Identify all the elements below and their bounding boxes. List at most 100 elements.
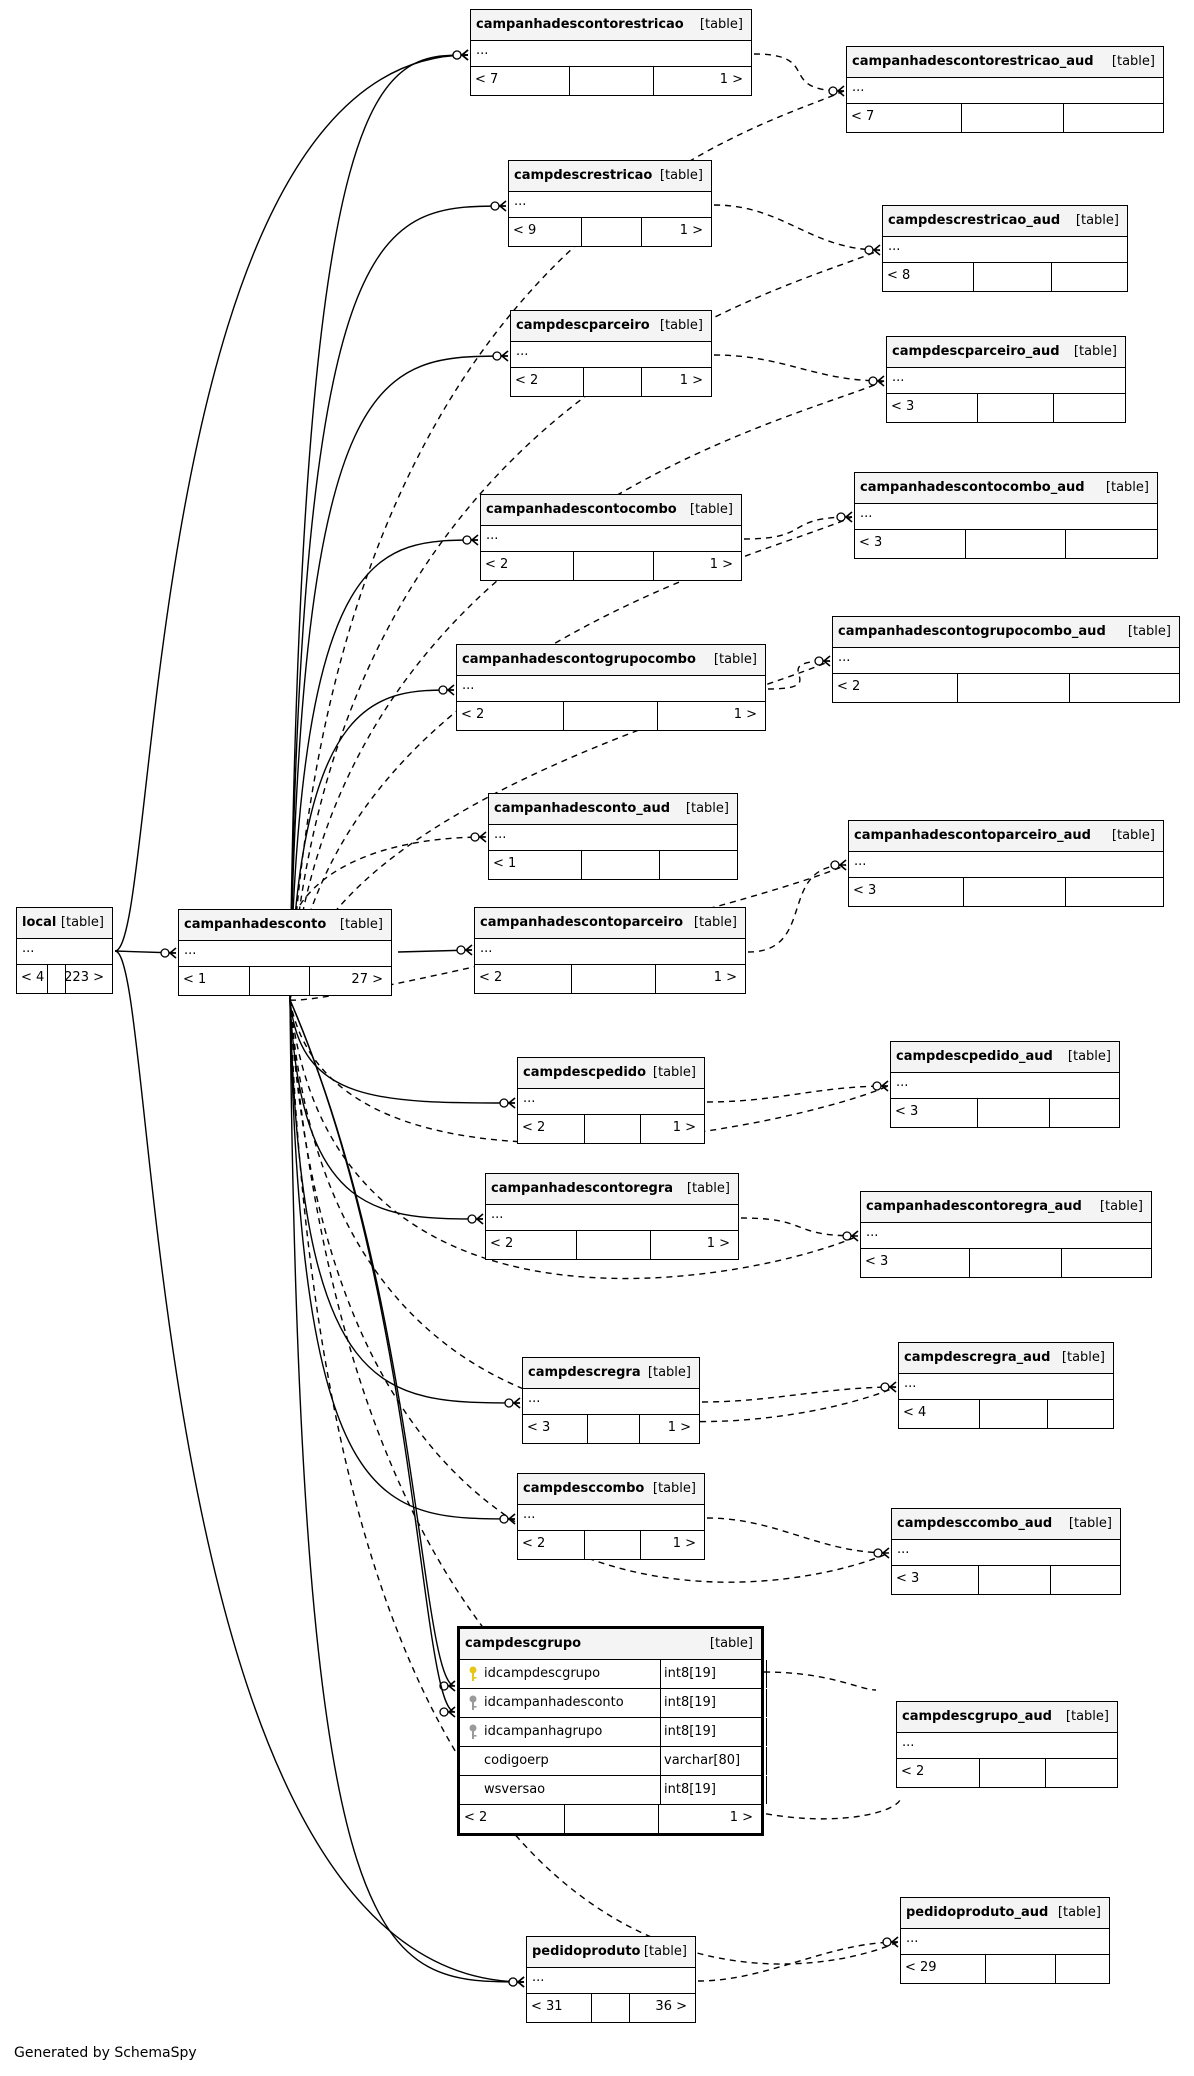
table-columns-collapsed: ...	[527, 1968, 695, 1994]
table-tag: [table]	[1105, 480, 1149, 495]
footer-divider	[659, 851, 660, 879]
table-header: pedidoproduto_aud[table]	[901, 1898, 1109, 1929]
table-name: campanhadescontoparceiro	[480, 915, 684, 930]
parent-count: < 2	[464, 1810, 488, 1825]
table-name: campdesccombo_aud	[897, 1516, 1053, 1531]
footer-divider	[573, 552, 574, 580]
table-campdescregra_aud[interactable]: campdescregra_aud[table]...< 4	[898, 1342, 1114, 1429]
parent-count: < 3	[865, 1254, 889, 1269]
edge-campanhadescontorestricao-campanhadescontorestricao_aud	[753, 53, 845, 92]
crowfoot-end	[504, 1397, 521, 1409]
footer-divider	[65, 965, 66, 993]
table-tag: [table]	[1111, 828, 1155, 843]
crowfoot-end	[470, 831, 487, 843]
crowfoot-end	[467, 1213, 484, 1225]
parent-count: < 3	[895, 1104, 919, 1119]
table-header: campdesccombo_aud[table]	[892, 1509, 1120, 1540]
table-campanhadescontoregra_aud[interactable]: campanhadescontoregra_aud[table]...< 3	[860, 1191, 1152, 1278]
table-campanhadescontorestricao_aud[interactable]: campanhadescontorestricao_aud[table]...<…	[846, 46, 1164, 133]
edge-campanhadesconto-campdescgrupo-1	[289, 999, 456, 1713]
table-campdescrestricao_aud[interactable]: campdescrestricao_aud[table]...< 8	[882, 205, 1128, 292]
table-name: campanhadescontorestricao_aud	[852, 54, 1094, 69]
table-campanhadescontocombo_aud[interactable]: campanhadescontocombo_aud[table]...< 3	[854, 472, 1158, 559]
table-columns-collapsed: ...	[887, 368, 1125, 394]
table-header: campanhadescontoparceiro[table]	[475, 908, 745, 939]
edge-campanhadesconto-campdescgrupo-0	[289, 999, 456, 1687]
table-header: campanhadescontorestricao[table]	[471, 10, 751, 41]
table-header: campdescgrupo_aud[table]	[897, 1702, 1117, 1733]
footer-divider	[640, 1531, 641, 1559]
table-campanhadescontoparceiro_aud[interactable]: campanhadescontoparceiro_aud[table]...< …	[848, 820, 1164, 907]
edge-campanhadescontoparceiro-campanhadescontoparceiro_aud	[747, 864, 847, 953]
table-name: campdescregra	[528, 1365, 641, 1380]
table-columns-collapsed: ...	[518, 1089, 704, 1115]
table-header: campanhadesconto_aud[table]	[489, 794, 737, 825]
parent-count: < 4	[903, 1405, 927, 1420]
column-name: idcampdescgrupo	[484, 1666, 601, 1681]
table-name: campanhadescontoparceiro_aud	[854, 828, 1091, 843]
table-name: pedidoproduto	[532, 1944, 641, 1959]
footer-divider	[640, 1115, 641, 1143]
footer-divider	[653, 552, 654, 580]
table-tag: [table]	[685, 801, 729, 816]
table-campdescpedido_aud[interactable]: campdescpedido_aud[table]...< 3	[890, 1041, 1120, 1128]
table-columns-collapsed: ...	[509, 192, 711, 218]
parent-count: < 3	[859, 535, 883, 550]
table-columns-collapsed: ...	[849, 852, 1163, 878]
table-columns-collapsed: ...	[486, 1205, 738, 1231]
table-campdescgrupo_aud[interactable]: campdescgrupo_aud[table]...< 2	[896, 1701, 1118, 1788]
table-campdescparceiro_aud[interactable]: campdescparceiro_aud[table]...< 3	[886, 336, 1126, 423]
edge-campdescpedido-campdescpedido_aud	[706, 1085, 889, 1103]
table-campdesccombo_aud[interactable]: campdesccombo_aud[table]...< 3	[891, 1508, 1121, 1595]
edge-campanhadesconto-campdesccombo	[289, 999, 516, 1520]
edge-campanhadesconto-pedidoproduto	[289, 999, 525, 1983]
table-header: campdescgrupo[table]	[460, 1629, 761, 1660]
footer-divider	[657, 702, 658, 730]
edge-campanhadesconto-campdescparceiro	[289, 355, 509, 1001]
child-count: 27 >	[351, 972, 383, 987]
table-name: campdescpedido	[523, 1065, 647, 1080]
table-tag: [table]	[709, 1636, 753, 1651]
column-divider	[660, 1747, 661, 1775]
edge-campanhadesconto-campdescparceiro_aud	[289, 380, 885, 1001]
column-type: varchar[80]	[664, 1753, 741, 1768]
footer-divider	[973, 263, 974, 291]
crowfoot-end	[439, 1706, 456, 1718]
table-name: campdescparceiro_aud	[892, 344, 1060, 359]
crowfoot-end	[499, 1097, 516, 1109]
table-header: pedidoproduto[table]	[527, 1937, 695, 1968]
table-campanhadescontogrupocombo_aud[interactable]: campanhadescontogrupocombo_aud[table]...…	[832, 616, 1180, 703]
table-header: campanhadescontorestricao_aud[table]	[847, 47, 1163, 78]
footer-divider	[965, 530, 966, 558]
footer-divider	[639, 1415, 640, 1443]
table-columns-collapsed: ...	[891, 1073, 1119, 1099]
table-header: campdescrestricao_aud[table]	[883, 206, 1127, 237]
table-campanhadesconto_aud[interactable]: campanhadesconto_aud[table]...< 1	[488, 793, 738, 880]
table-tag: [table]	[1067, 1049, 1111, 1064]
footer-divider	[641, 368, 642, 396]
table-pedidoproduto_aud[interactable]: pedidoproduto_aud[table]...< 29	[900, 1897, 1110, 1984]
table-footer: < 3	[887, 394, 1125, 422]
column-type: int8[19]	[664, 1724, 716, 1739]
